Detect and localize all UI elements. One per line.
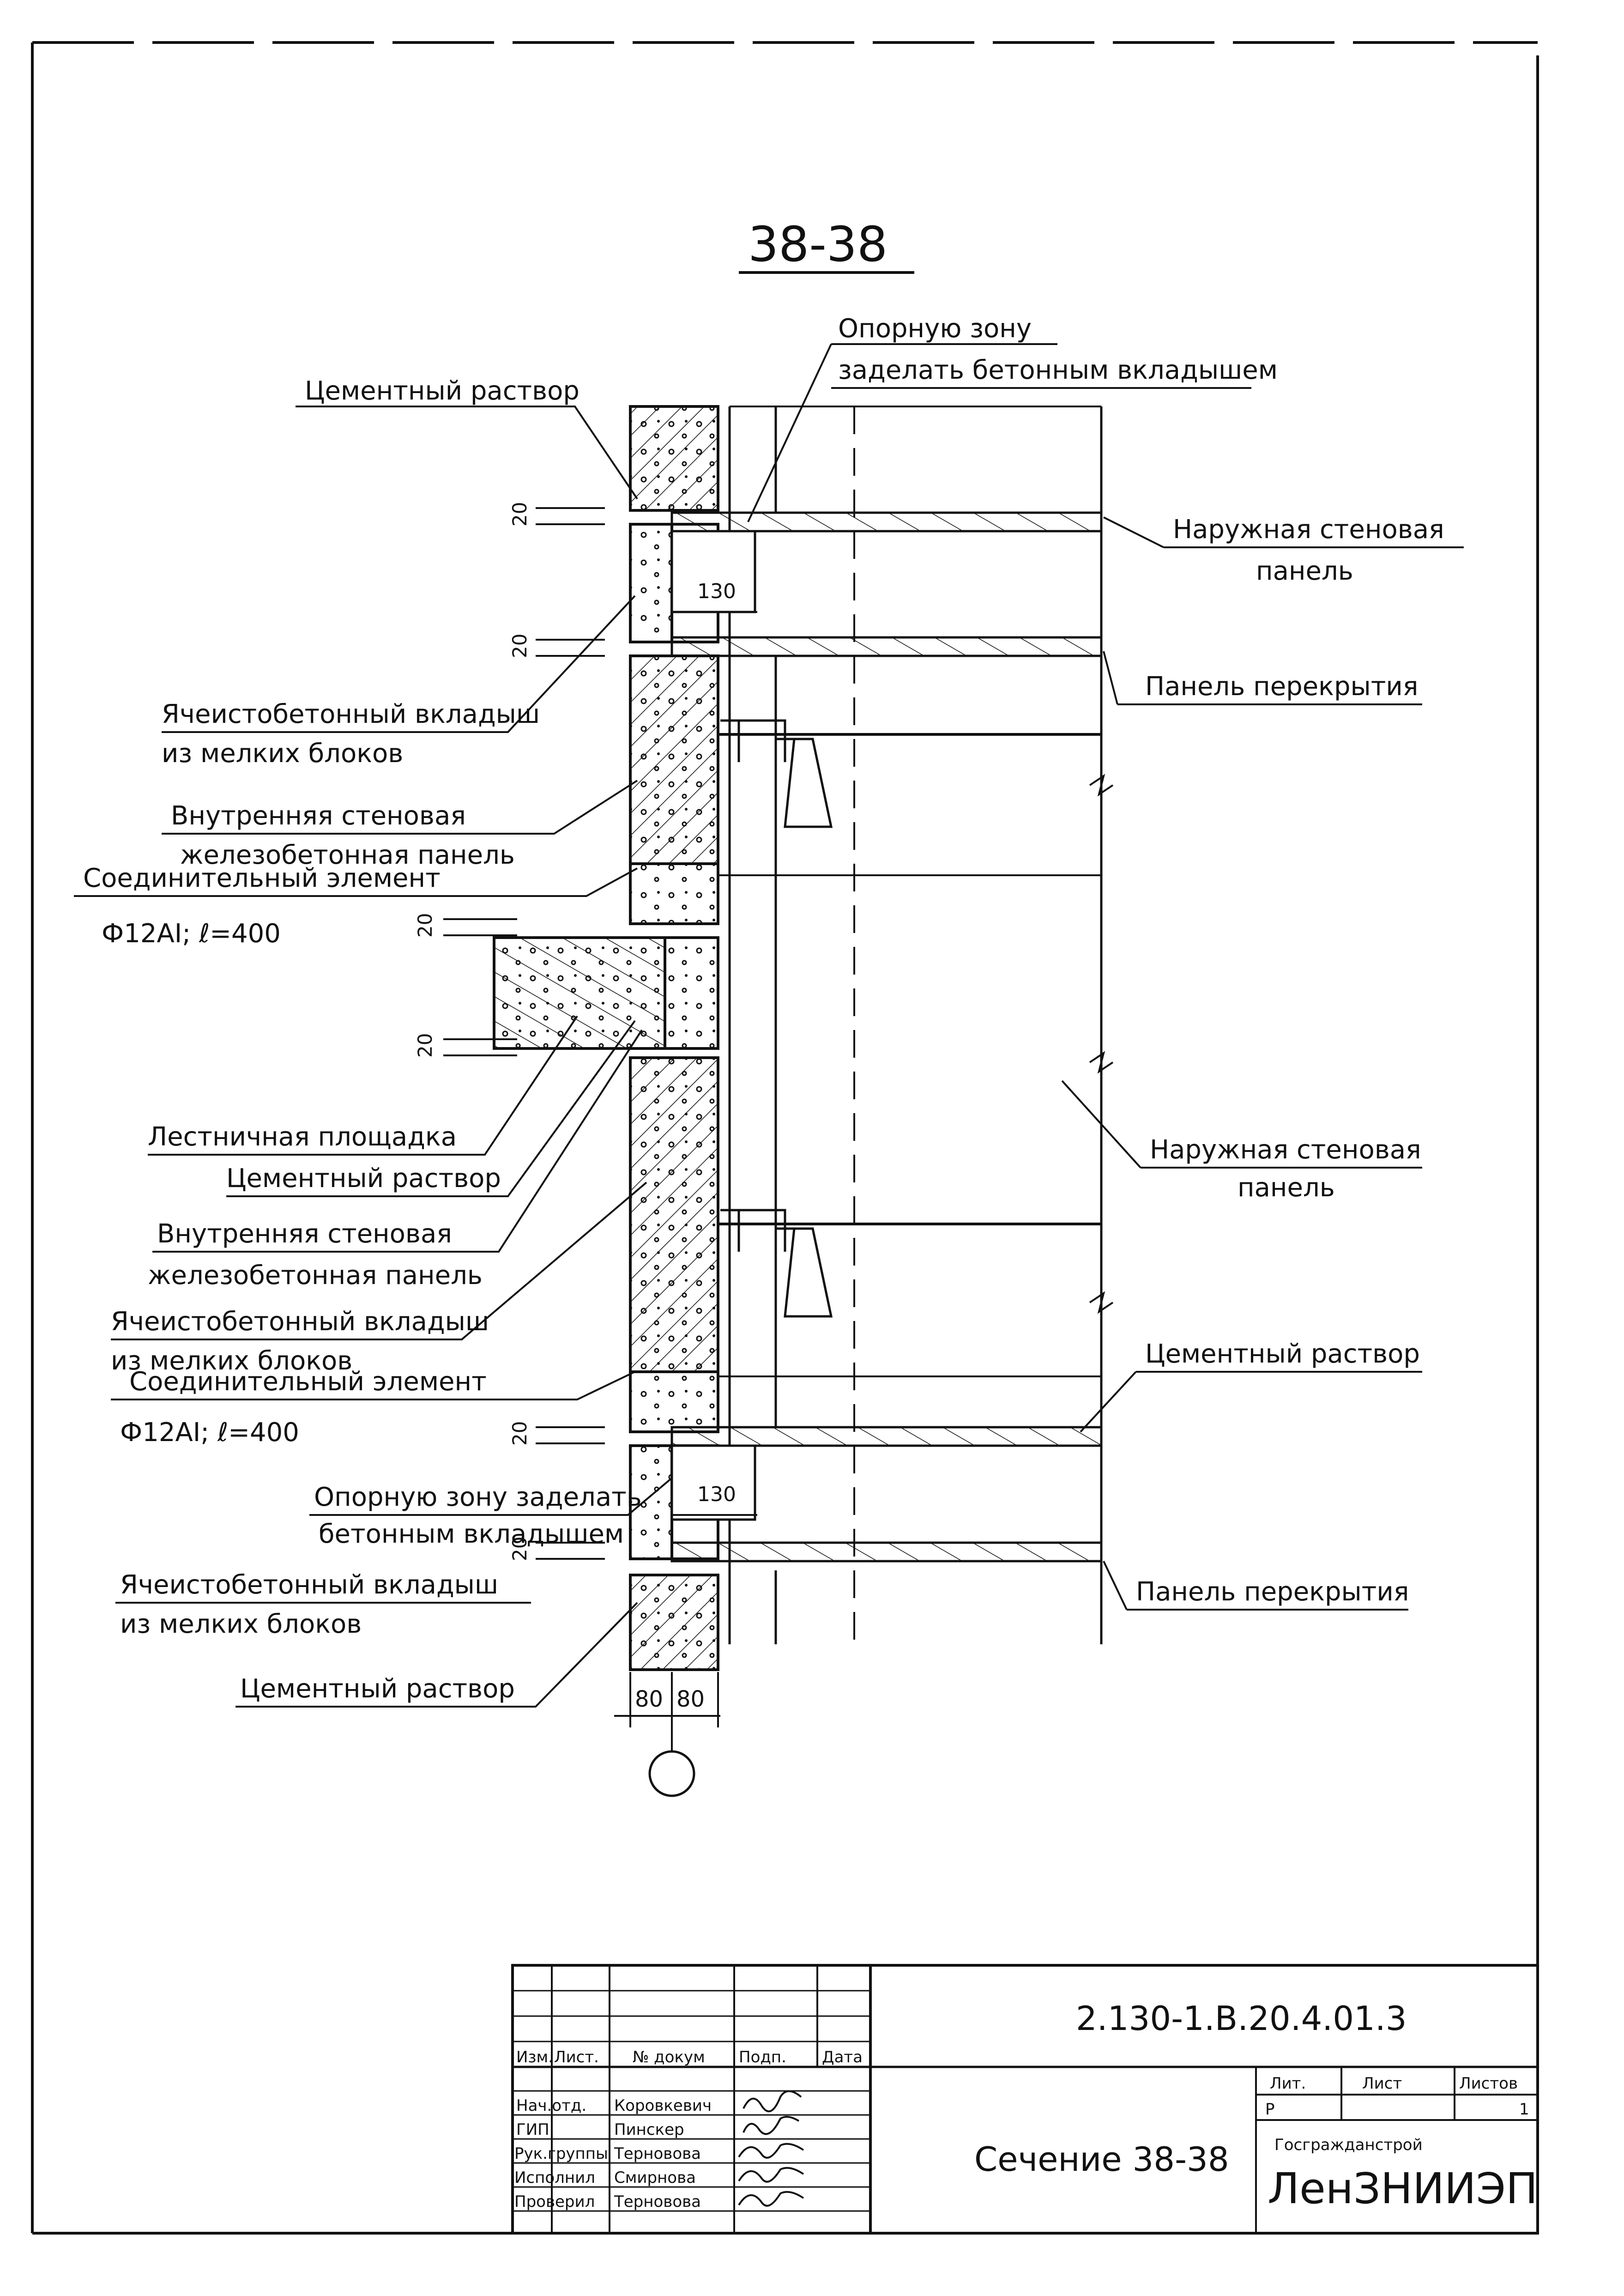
role-name: Пинскер — [614, 2120, 684, 2139]
label-floor-panel: Панель перекрытия — [1136, 1577, 1409, 1607]
role-name: Терновова — [614, 2145, 701, 2163]
label-cement-mortar: Цементный раствор — [1145, 1339, 1420, 1369]
label-cement-mortar: Цементный раствор — [240, 1674, 515, 1704]
label-outer-wall-panel: панель — [1256, 556, 1353, 586]
dim-gap-20: 20 — [414, 1033, 436, 1058]
label-cement-mortar: Цементный раствор — [226, 1163, 501, 1193]
title-block-text: 2.130-1.В.20.4.01.3 Сечение 38-38 Изм. Л… — [514, 1999, 1538, 2213]
header-data: Дата — [822, 2048, 863, 2066]
label-inner-wall-panel: Внутренняя стеновая — [171, 801, 466, 831]
joint-block-1 — [629, 862, 719, 925]
role-label: Рук.группы — [514, 2145, 608, 2163]
label-outer-wall-panel: Наружная стеновая — [1150, 1135, 1421, 1165]
label-aerated-insert: из мелких блоков — [111, 1346, 352, 1376]
dim-width-80: 80 — [676, 1686, 705, 1712]
dimension-labels: 20 20 20 20 20 20 130 130 80 80 — [414, 502, 736, 1712]
outer-wall-and-slabs — [670, 406, 1114, 1644]
header-list: Лист. — [554, 2048, 599, 2066]
aerated-insert-mid — [664, 936, 719, 1050]
label-aerated-insert: Ячеистобетонный вкладыш — [162, 699, 540, 729]
floor-slab-top — [670, 511, 1103, 533]
dim-gap-20: 20 — [508, 634, 531, 658]
dim-gap-20: 20 — [414, 913, 436, 938]
anchor-bracket-1 — [720, 719, 833, 828]
dim-width-80: 80 — [635, 1686, 663, 1712]
label-aerated-insert: из мелких блоков — [162, 739, 403, 769]
label-inner-wall-panel: Внутренняя стеновая — [157, 1219, 452, 1249]
label-stair-landing: Лестничная площадка — [148, 1122, 457, 1152]
dim-gap-20: 20 — [508, 1537, 531, 1561]
callout-labels: Опорную зону заделать бетонным вкладышем… — [83, 314, 1444, 1704]
sheet-title: Сечение 38-38 — [974, 2140, 1229, 2179]
label-connector-spec: Ф12АI; ℓ=400 — [120, 1418, 299, 1448]
role-label: ГИП — [516, 2120, 549, 2139]
aerated-insert-top — [629, 523, 673, 643]
role-label: Нач.отд. — [516, 2096, 586, 2115]
label-support-zone-top: Опорную зону — [838, 314, 1032, 344]
label-cement-mortar: Цементный раствор — [305, 376, 580, 406]
dim-gap-20: 20 — [508, 502, 531, 527]
label-connector: Соединительный элемент — [129, 1367, 487, 1397]
role-name: Коровкевич — [614, 2096, 712, 2115]
anchor-bracket-2 — [720, 1209, 833, 1318]
label-connector-spec: Ф12АI; ℓ=400 — [102, 919, 281, 949]
label-outer-wall-panel: Наружная стеновая — [1173, 515, 1444, 545]
lit-header: Лит. — [1270, 2074, 1306, 2093]
label-support-zone-bottom: бетонным вкладышем — [319, 1519, 624, 1549]
header-ndok: № докум — [633, 2048, 705, 2066]
role-name: Терновова — [614, 2193, 701, 2211]
joint-block-2 — [629, 1370, 719, 1433]
label-aerated-insert: из мелких блоков — [120, 1609, 362, 1639]
wall-assembly — [493, 405, 719, 1671]
axis-marker — [648, 1750, 695, 1797]
title-block — [511, 1964, 1539, 2235]
leader-lines — [74, 343, 1464, 1708]
label-connector: Соединительный элемент — [83, 863, 441, 893]
aerated-insert-bottom — [629, 1444, 673, 1560]
dim-bearing-130: 130 — [697, 580, 736, 603]
listov-value: 1 — [1519, 2100, 1529, 2119]
lit-value: Р — [1265, 2100, 1275, 2119]
label-floor-panel: Панель перекрытия — [1145, 672, 1418, 702]
dim-bearing-130: 130 — [697, 1483, 736, 1506]
dimensions — [443, 507, 757, 1797]
org-institute: ЛенЗНИИЭП — [1268, 2164, 1538, 2213]
list-header: Лист — [1362, 2074, 1402, 2093]
label-inner-wall-panel: железобетонная панель — [148, 1260, 483, 1290]
label-support-zone-top: заделать бетонным вкладышем — [838, 355, 1278, 385]
section-title-group: 38-38 — [739, 216, 914, 274]
label-aerated-insert: Ячеистобетонный вкладыш — [120, 1570, 498, 1600]
doc-code: 2.130-1.В.20.4.01.3 — [1076, 1999, 1407, 2038]
floor-slab-bottom — [670, 1426, 1103, 1447]
role-label: Проверил — [514, 2193, 595, 2211]
dim-gap-20: 20 — [508, 1421, 531, 1446]
role-label: Исполнил — [514, 2169, 595, 2187]
header-podp: Подп. — [739, 2048, 786, 2066]
label-outer-wall-panel: панель — [1238, 1173, 1335, 1203]
signatures — [738, 2090, 804, 2207]
label-support-zone-bottom: Опорную зону заделать — [314, 1482, 642, 1512]
section-title: 38-38 — [748, 216, 887, 273]
listov-header: Листов — [1459, 2074, 1518, 2093]
header-izm: Изм. — [516, 2048, 553, 2066]
org-name: Госгражданстрой — [1274, 2136, 1423, 2154]
label-inner-wall-panel: железобетонная панель — [180, 840, 515, 870]
role-name: Смирнова — [614, 2169, 696, 2187]
label-aerated-insert: Ячеистобетонный вкладыш — [111, 1307, 489, 1337]
